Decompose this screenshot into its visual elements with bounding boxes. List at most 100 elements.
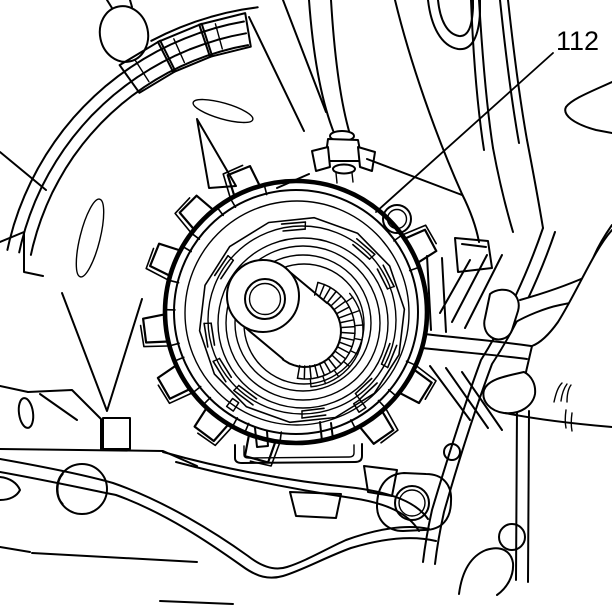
plate-tab-c-7 bbox=[380, 363, 389, 369]
apply-ring-1 bbox=[217, 237, 389, 409]
bell-arc-1 bbox=[18, 32, 247, 254]
plate-tab-c-8 bbox=[354, 392, 361, 400]
drum-tab-foot2-7 bbox=[244, 422, 250, 434]
flange-sweep-2 bbox=[0, 471, 437, 579]
case-web-block bbox=[454, 237, 493, 273]
plate-tab-c-3 bbox=[386, 285, 395, 290]
drum-tab-foot2-5 bbox=[173, 356, 185, 362]
case-long-edge bbox=[394, 0, 480, 243]
bolt-hole-large bbox=[56, 463, 108, 515]
tooth-ring-outer bbox=[296, 281, 356, 380]
tooth-52 bbox=[327, 290, 337, 303]
tooth--28 bbox=[337, 346, 351, 354]
drum-tab-foot2-1 bbox=[263, 184, 268, 196]
finger-lower-top-edge bbox=[531, 229, 612, 347]
plate-tab-b-0 bbox=[280, 221, 307, 225]
drum-tab-foot1-3 bbox=[168, 279, 180, 284]
tooth--60 bbox=[323, 360, 332, 374]
fitting-wing-left bbox=[311, 146, 331, 172]
drum-tab-lip-6 bbox=[197, 427, 232, 447]
bell-boss-line-2 bbox=[134, 59, 150, 83]
under-drum-curve-1 bbox=[162, 451, 429, 520]
case-bump bbox=[98, 5, 150, 63]
tooth-44 bbox=[331, 295, 342, 306]
drum-tab-lip-5 bbox=[157, 384, 192, 405]
tooth--84 bbox=[309, 365, 312, 380]
callout-label-112: 112 bbox=[556, 26, 599, 56]
case-web-u1 bbox=[427, 0, 481, 51]
drum-tab-foot2-3 bbox=[181, 245, 192, 253]
drum-tab-foot1-0 bbox=[393, 234, 403, 242]
fingertip-lower-connector bbox=[525, 345, 533, 373]
under-drum-curve-2 bbox=[175, 461, 420, 532]
case-top-right bbox=[394, 0, 612, 243]
case-boss-q1 bbox=[289, 491, 342, 519]
drum-notch-hook-right bbox=[319, 421, 334, 442]
tooth2-20 bbox=[352, 309, 361, 314]
tooth-76 bbox=[313, 281, 319, 296]
bell-arc-outer bbox=[150, 6, 259, 42]
drum-rim-snapring bbox=[184, 200, 410, 426]
drum-tab-foot1-5 bbox=[192, 385, 202, 394]
case-rib-pair-ext bbox=[492, 139, 544, 233]
plate-tab-a-0 bbox=[282, 228, 306, 232]
hand bbox=[482, 224, 612, 432]
drum-tab-9 bbox=[398, 368, 433, 405]
tooth--20 bbox=[339, 341, 353, 348]
plate-tab-a-5 bbox=[218, 357, 233, 379]
drum-tab-foot1-6 bbox=[231, 417, 239, 428]
plate-tab-b-3 bbox=[382, 264, 395, 288]
plate-tab-a-9 bbox=[301, 407, 325, 412]
case-under-hand-diagonals bbox=[429, 365, 503, 431]
drum-tab-foot2-2 bbox=[216, 206, 224, 217]
bolt-hole-small-1 bbox=[443, 443, 461, 461]
case-boss-ring-inner bbox=[386, 208, 408, 230]
drum-tab-foot2-9 bbox=[387, 389, 398, 397]
plate-tab-a-2 bbox=[220, 259, 235, 280]
fitting-body bbox=[324, 138, 363, 162]
plate-tab-a-8 bbox=[354, 377, 373, 395]
tooth2--10 bbox=[354, 338, 363, 341]
case-boss-ring-outer bbox=[382, 204, 412, 234]
apply-ring-3 bbox=[234, 254, 372, 392]
plate-tab-a-6 bbox=[238, 384, 258, 400]
drum-tab-foot1-7 bbox=[279, 431, 283, 443]
bump-stud-lines bbox=[106, 0, 133, 9]
bell-boss-line-1 bbox=[173, 38, 186, 64]
flange-sweep-1 bbox=[0, 458, 430, 570]
bell-housing bbox=[0, 0, 327, 412]
bolt-boss-outline bbox=[376, 472, 453, 532]
bell-boss-2 bbox=[118, 39, 177, 94]
tooth-28 bbox=[337, 306, 351, 314]
slot-hole bbox=[17, 397, 35, 429]
tooth--52 bbox=[327, 357, 337, 370]
shaft-end-face bbox=[226, 259, 300, 333]
tooth-12 bbox=[340, 319, 355, 324]
case-rib-leaf-top bbox=[192, 98, 254, 124]
tooth-68 bbox=[318, 283, 326, 298]
case-rib-vee bbox=[61, 292, 143, 412]
drum-tab-0 bbox=[403, 228, 438, 264]
case-web-band bbox=[426, 255, 447, 333]
bell-boss-line-0 bbox=[214, 23, 223, 50]
drum-bottom-notch-outer bbox=[234, 443, 363, 464]
drum-tab-foot2-0 bbox=[408, 266, 420, 272]
case-ledge-lines bbox=[421, 333, 532, 360]
case-edge-right-2 bbox=[434, 231, 556, 565]
clutch-drum-rim bbox=[139, 164, 438, 467]
drum-tab-1 bbox=[226, 165, 261, 198]
flange-cutout-s bbox=[458, 547, 515, 596]
case-ribs-to-tube bbox=[248, 0, 327, 132]
tooth--100 bbox=[296, 364, 301, 380]
flange-bottom-lines bbox=[0, 546, 234, 605]
tooth-ring-outer2 bbox=[310, 292, 364, 388]
drum-tab-lip-2 bbox=[174, 197, 191, 233]
drum-tab-6 bbox=[193, 406, 230, 443]
plate-tab-b-7 bbox=[386, 344, 398, 369]
bolt-hole-large-inner bbox=[57, 473, 64, 505]
drum-tab-lip-4 bbox=[139, 324, 169, 348]
snapring-hook-right bbox=[352, 398, 367, 413]
tooth--76 bbox=[313, 364, 319, 379]
